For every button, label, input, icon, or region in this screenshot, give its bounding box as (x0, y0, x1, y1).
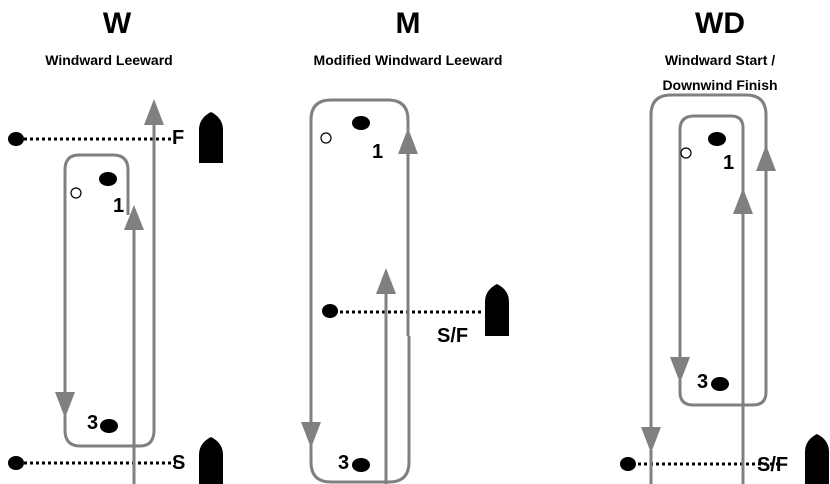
committee-boat-icon (485, 284, 509, 336)
mark-3-label: 3 (87, 412, 98, 434)
course-arrow-up (124, 205, 144, 230)
mark-3-label: 3 (338, 452, 349, 474)
mark-1-label: 1 (723, 152, 734, 174)
start-finish-label: S/F (437, 325, 468, 347)
mark-1-label: 1 (113, 195, 124, 217)
diagram-code: WD (695, 7, 745, 40)
course-arrow-up (733, 188, 753, 214)
offset-mark (680, 147, 692, 159)
course-leg (309, 98, 410, 425)
course-arrow-up (398, 128, 418, 154)
diagram-wd: WD Windward Start / Downwind Finish S/F … (620, 7, 829, 484)
mark-1 (352, 116, 370, 130)
course-arrow-down (55, 392, 75, 418)
course-arrow-up (756, 145, 776, 171)
course-arrow-up (144, 99, 164, 125)
course-arrow-up (376, 268, 396, 294)
course-leg (678, 168, 768, 407)
pin-mark (322, 304, 338, 318)
mark-3 (100, 419, 118, 433)
offset-mark (320, 132, 332, 144)
committee-boat-icon (199, 112, 223, 163)
mark-1 (99, 172, 117, 186)
mark-1 (708, 132, 726, 146)
course-leg (649, 93, 768, 430)
course-arrow-down (670, 357, 690, 383)
diagram-subtitle: Modified Windward Leeward (314, 52, 503, 68)
course-leg (678, 114, 745, 360)
diagram-code: W (103, 7, 132, 40)
diagram-code: M (396, 7, 421, 40)
pin-mark (8, 456, 24, 470)
course-leg (309, 336, 411, 484)
start-line-label: S (172, 452, 185, 474)
mark-1-label: 1 (372, 141, 383, 163)
finish-line-label: F (172, 127, 184, 149)
mark-3-label: 3 (697, 371, 708, 393)
committee-boat-icon (199, 437, 223, 484)
pin-mark (8, 132, 24, 146)
course-arrow-down (301, 422, 321, 448)
diagram-subtitle: Downwind Finish (662, 77, 777, 93)
diagram-subtitle: Windward Start / (665, 52, 775, 68)
course-leg (63, 153, 130, 395)
course-arrow-down (641, 427, 661, 453)
diagram-m: M Modified Windward Leeward S/F 1 3 (301, 7, 509, 484)
pin-mark (620, 457, 636, 471)
committee-boat-icon (805, 434, 829, 484)
mark-3 (352, 458, 370, 472)
diagram-w: W Windward Leeward F S 1 3 (8, 7, 223, 484)
offset-mark (70, 187, 82, 199)
course-leg (63, 122, 156, 448)
diagram-subtitle: Windward Leeward (45, 52, 172, 68)
start-finish-label: S/F (757, 454, 788, 476)
mark-3 (711, 377, 729, 391)
